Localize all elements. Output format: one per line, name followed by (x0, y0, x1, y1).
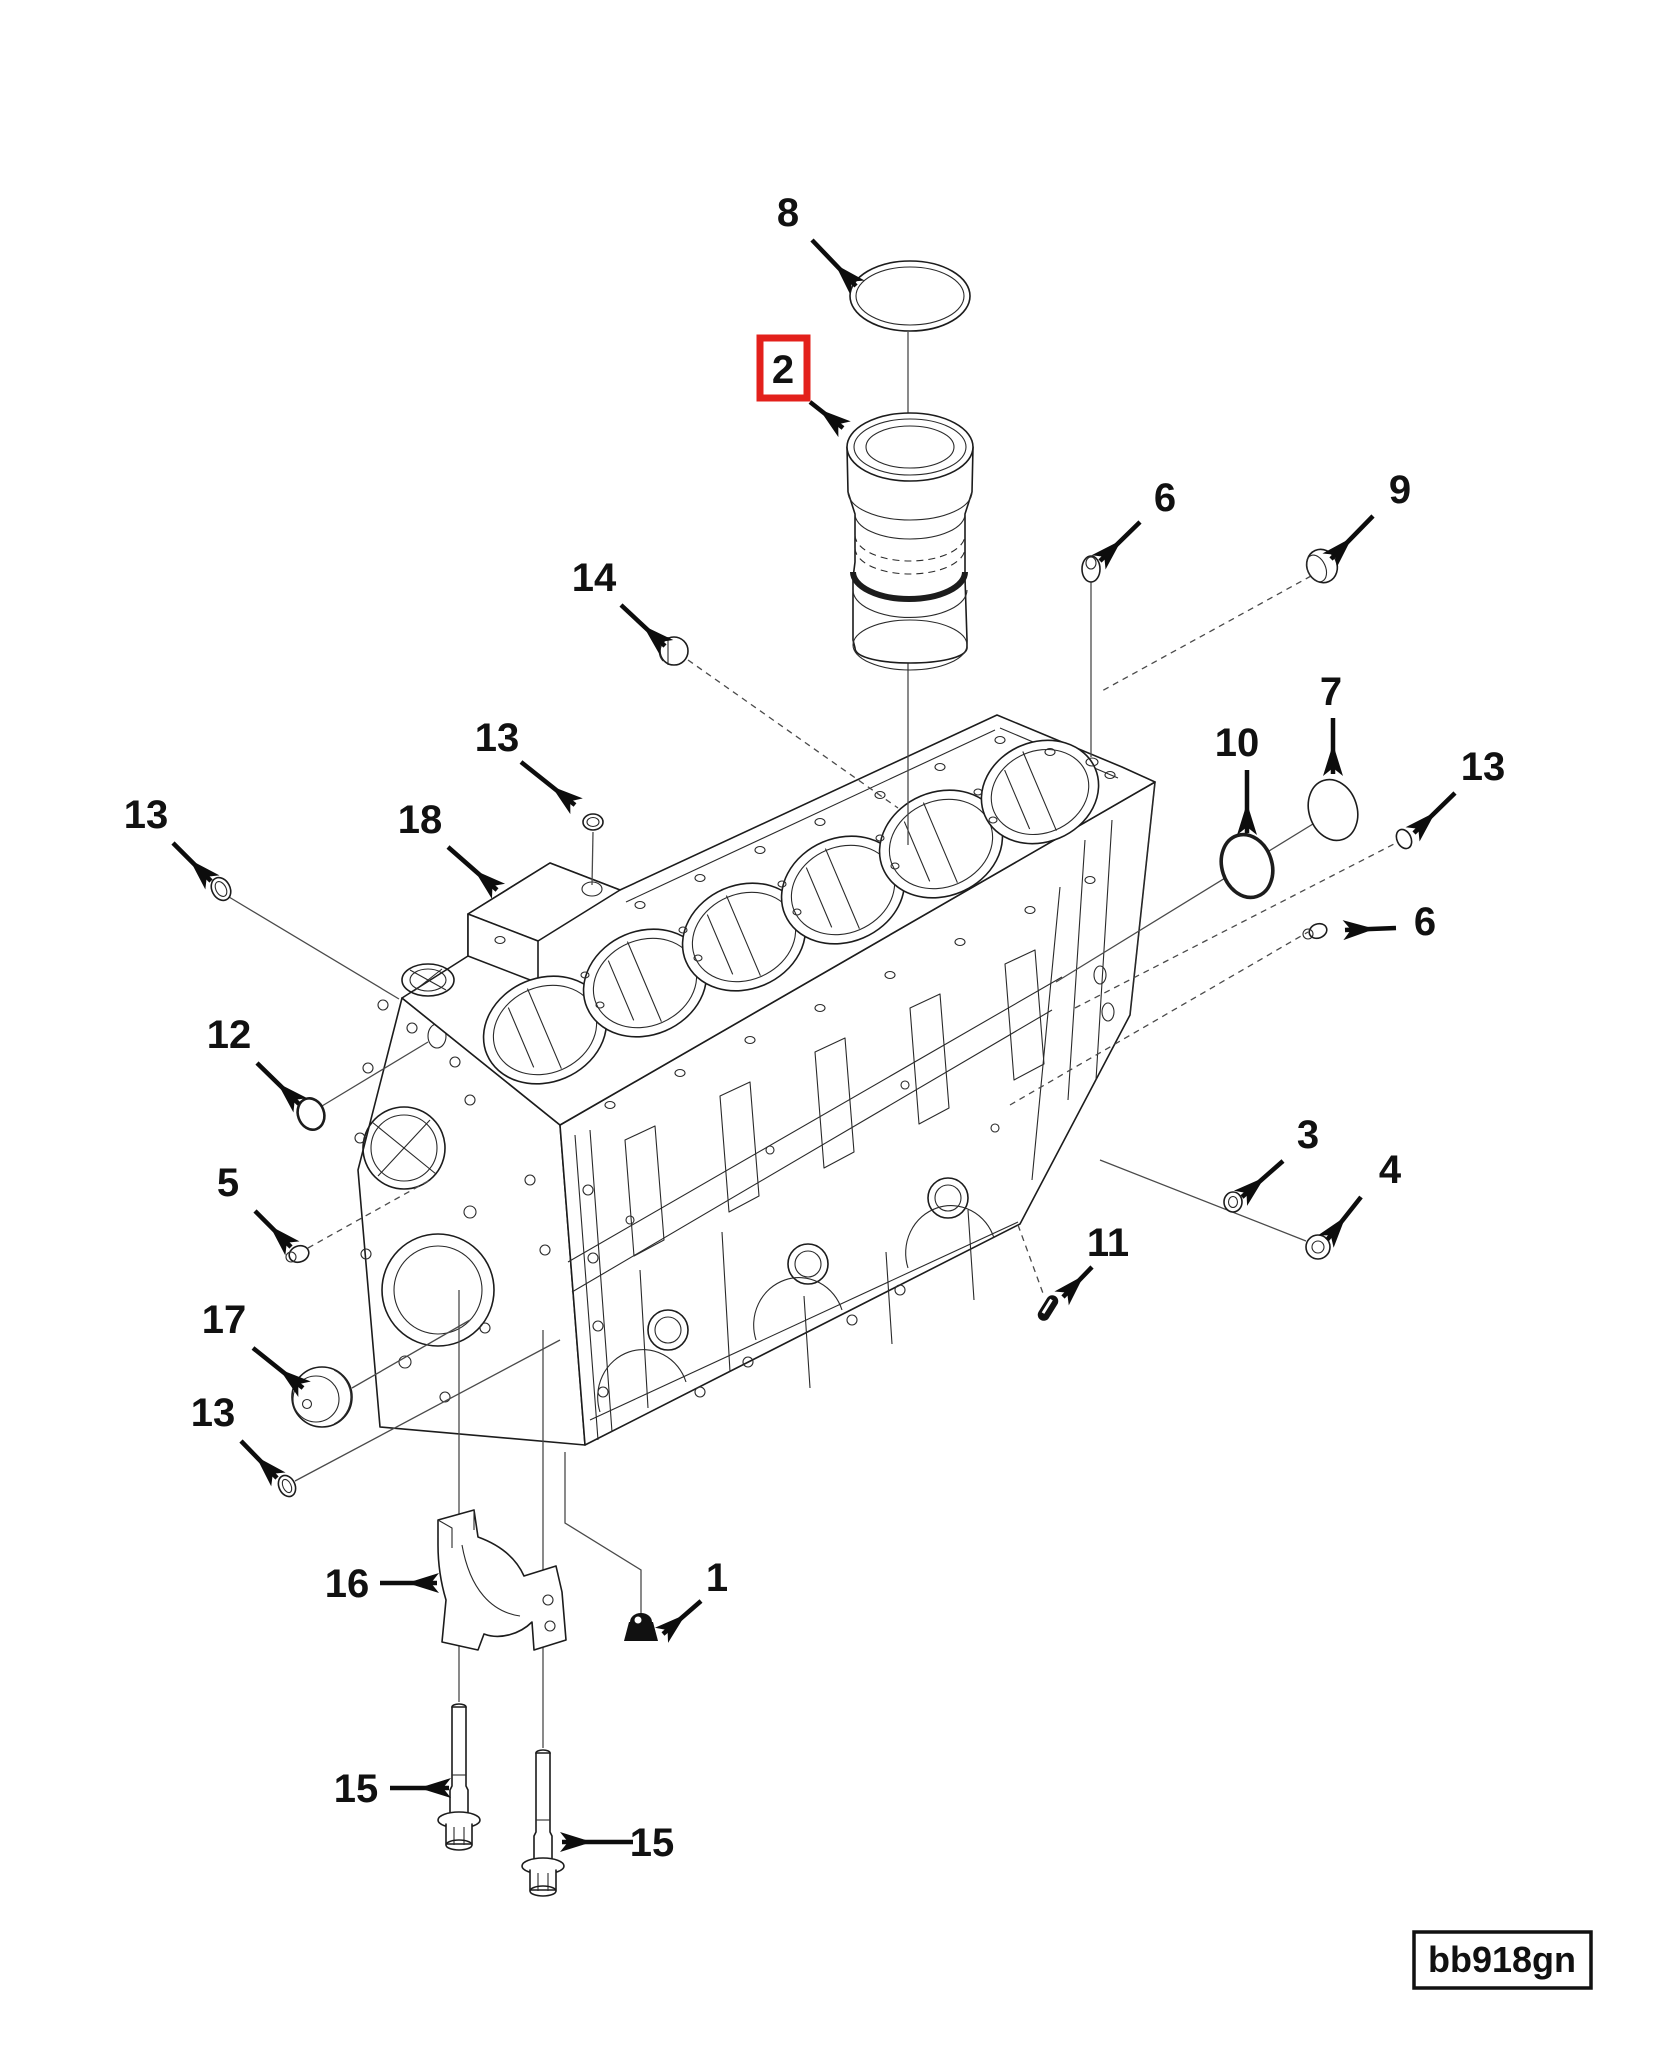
callout-18[interactable]: 18 (398, 798, 506, 899)
svg-text:9: 9 (1389, 468, 1411, 512)
callout-14[interactable]: 14 (572, 556, 674, 655)
callout-12[interactable]: 12 (207, 1013, 308, 1113)
callout-17[interactable]: 17 (202, 1298, 311, 1398)
callout-8-label[interactable]: 8 (777, 191, 799, 235)
svg-text:15: 15 (630, 1821, 675, 1865)
svg-text:13: 13 (191, 1391, 236, 1435)
callout-2-highlighted[interactable]: 2 (756, 334, 851, 438)
callout-13a[interactable]: 13 (475, 716, 583, 815)
callout-1[interactable]: 1 (654, 1556, 728, 1643)
bolt-15-left (437, 1703, 481, 1851)
bolt-15-right (521, 1749, 565, 1897)
o-ring-8 (849, 260, 971, 332)
callout-16[interactable]: 16 (325, 1562, 439, 1606)
svg-text:4: 4 (1379, 1148, 1402, 1192)
svg-text:6: 6 (1414, 900, 1436, 944)
callout-8[interactable]: 8 (777, 191, 865, 295)
cup-plug-14 (658, 636, 899, 809)
svg-text:7: 7 (1320, 670, 1342, 714)
cylinder-liner-2 (846, 412, 974, 671)
svg-text:14: 14 (572, 556, 617, 600)
callout-5[interactable]: 5 (217, 1161, 300, 1256)
callout-6b[interactable]: 6 (1342, 900, 1436, 944)
svg-text:1: 1 (706, 1556, 728, 1600)
callout-9[interactable]: 9 (1322, 468, 1411, 568)
callout-15a[interactable]: 15 (334, 1767, 451, 1811)
o-ring-13b (210, 876, 400, 1000)
svg-text:13: 13 (1461, 745, 1506, 789)
dowel-pin-11 (1017, 1224, 1059, 1321)
callout-13d[interactable]: 13 (191, 1391, 286, 1487)
deck-bolt-holes (494, 735, 1116, 1110)
cylinder-bores (482, 739, 1100, 1085)
callout-7[interactable]: 7 (1320, 670, 1343, 776)
callout-11[interactable]: 11 (1054, 1221, 1129, 1306)
svg-text:18: 18 (398, 798, 443, 842)
right-side-plugs (1009, 778, 1413, 1106)
plug-6a (1081, 555, 1101, 757)
callouts: 8 2 6 9 14 13 18 13 (124, 191, 1506, 1865)
plug-1 (624, 1613, 658, 1641)
svg-text:17: 17 (202, 1298, 247, 1342)
o-ring-10 (1219, 832, 1275, 900)
o-ring-13c (1395, 828, 1413, 850)
callout-3[interactable]: 3 (1233, 1113, 1319, 1206)
bearing-cap-and-bolts (437, 1290, 658, 1897)
diagram-code: bb918gn (1428, 1939, 1576, 1980)
svg-text:15: 15 (334, 1767, 379, 1811)
svg-text:10: 10 (1215, 721, 1260, 765)
engine-block (354, 714, 1156, 1897)
callout-13b[interactable]: 13 (124, 793, 220, 890)
callout-6a[interactable]: 6 (1091, 476, 1176, 570)
deck-step (467, 862, 621, 1001)
cup-plug-9 (1099, 548, 1339, 693)
svg-text:5: 5 (217, 1161, 239, 1205)
highlight-box (756, 334, 811, 402)
callout-10[interactable]: 10 (1215, 721, 1260, 835)
svg-text:11: 11 (1087, 1221, 1129, 1265)
cup-plug-7 (1307, 778, 1359, 842)
plug-6b (1302, 922, 1328, 940)
svg-text:13: 13 (124, 793, 169, 837)
svg-text:13: 13 (475, 716, 520, 760)
svg-text:6: 6 (1154, 476, 1176, 520)
svg-text:12: 12 (207, 1013, 252, 1057)
diagram-code-box: bb918gn (1412, 1930, 1593, 1990)
callout-4[interactable]: 4 (1317, 1148, 1402, 1248)
block-deck (401, 714, 1156, 1126)
callout-13c[interactable]: 13 (1405, 745, 1506, 842)
svg-text:3: 3 (1297, 1113, 1319, 1157)
o-ring-13a (582, 813, 604, 886)
block-end-face (354, 997, 586, 1446)
callout-2-label[interactable]: 2 (772, 348, 794, 392)
block-front-face (559, 781, 1156, 1446)
callout-15b[interactable]: 15 (560, 1821, 675, 1865)
o-ring-3-and-plug-4 (1099, 1159, 1331, 1260)
svg-text:16: 16 (325, 1562, 370, 1606)
bearing-cap (437, 1509, 567, 1651)
code-box-border (1412, 1930, 1593, 1990)
